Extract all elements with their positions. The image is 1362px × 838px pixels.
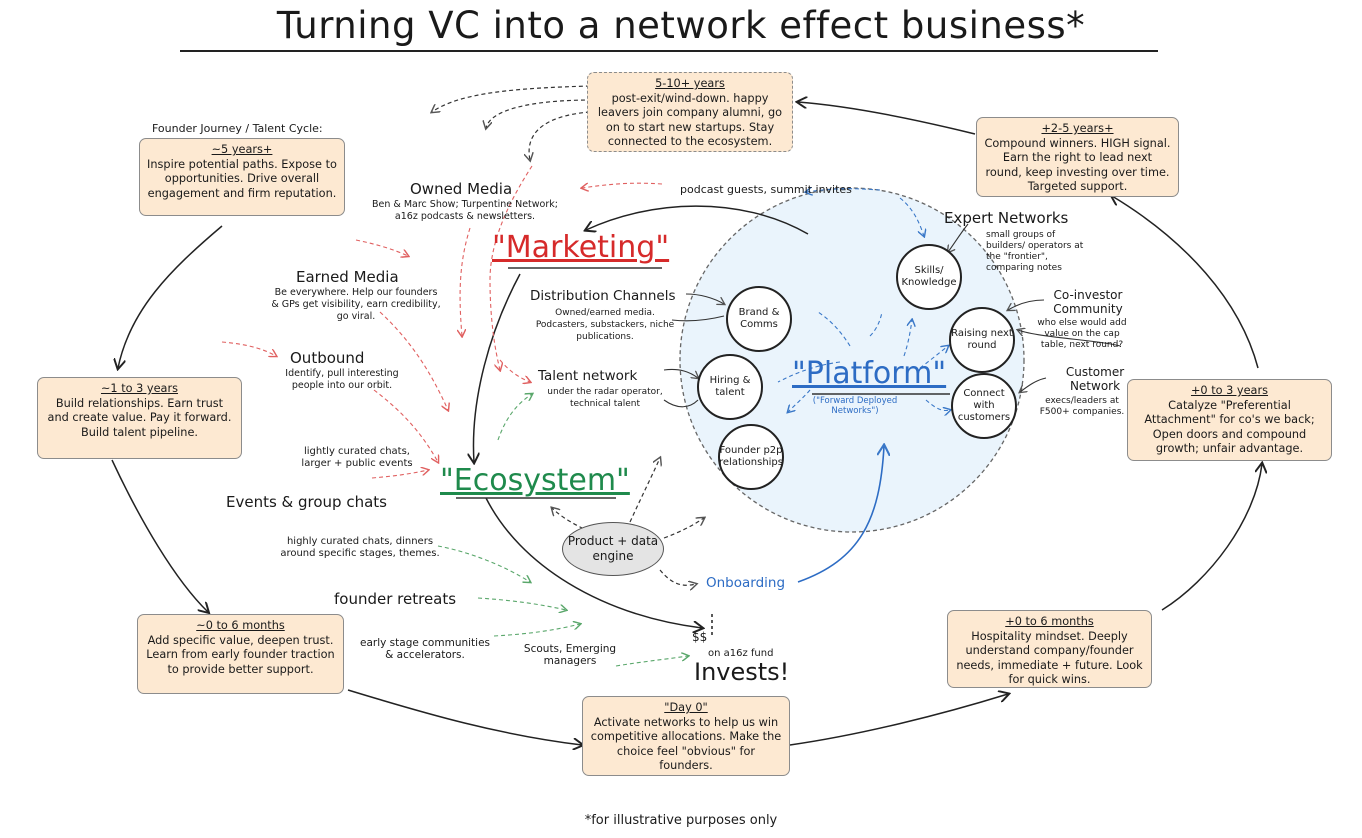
stage-heading: +2-5 years+: [1041, 122, 1114, 135]
coinvestor-community-desc: who else would add value on the cap tabl…: [1037, 318, 1127, 350]
node-skills-knowledge: Skills/ Knowledge: [896, 244, 962, 310]
marketing-label: "Marketing": [492, 230, 670, 265]
talent-network-title: Talent network: [538, 368, 638, 384]
node-hiring-talent: Hiring & talent: [697, 354, 763, 420]
stage-heading: ~1 to 3 years: [100, 382, 179, 395]
arrow-onboarding: [797, 446, 884, 583]
stage-body: Build relationships. Earn trust and crea…: [47, 396, 232, 439]
lightly-curated-note: lightly curated chats, larger + public e…: [301, 446, 413, 469]
stage-body: Hospitality mindset. Deeply understand c…: [956, 629, 1143, 687]
arrow-0to6-to-day0: [347, 689, 582, 745]
arrow-ecosystem-curve: [485, 497, 702, 628]
customer-network-title: Customer Network: [1065, 365, 1125, 393]
node-founder-p2p: Founder p2p relationships: [718, 424, 784, 490]
invests-label: Invests!: [694, 658, 790, 686]
node-raising-next-round: Raising next round: [949, 307, 1015, 373]
distribution-channels-title: Distribution Channels: [530, 288, 676, 304]
stage-body: Inspire potential paths. Expose to oppor…: [147, 157, 337, 200]
platform-sublabel: ("Forward Deployed Networks"): [812, 396, 898, 416]
stage-5-to-10-years: 5-10+ years post-exit/wind-down. happy l…: [587, 72, 793, 152]
expert-networks-desc: small groups of builders/ operators at t…: [986, 230, 1084, 273]
ecosystem-label: "Ecosystem": [440, 463, 630, 498]
stage-body: Catalyze "Preferential Attachment" for c…: [1144, 398, 1315, 456]
events-group-chats-title: Events & group chats: [226, 493, 387, 511]
money-sign: $$: [692, 630, 708, 644]
scouts-emerging-managers: Scouts, Emerging managers: [523, 643, 617, 667]
earned-media-title: Earned Media: [296, 268, 399, 286]
page-title: Turning VC into a network effect busines…: [276, 4, 1086, 47]
stage-1-to-3-years: ~1 to 3 years Build relationships. Earn …: [37, 377, 242, 459]
arrow-p0to3-to-p2to5: [1112, 196, 1259, 369]
outbound-title: Outbound: [290, 349, 365, 367]
stage-plus-2-to-5-years: +2-5 years+ Compound winners. HIGH signa…: [976, 117, 1179, 197]
node-brand-comms: Brand & Comms: [726, 286, 792, 352]
stage-body: Activate networks to help us win competi…: [590, 715, 782, 773]
owned-media-desc: Ben & Marc Show; Turpentine Network; a16…: [372, 199, 558, 222]
stage-heading: ~5 years+: [211, 143, 273, 156]
stage-body: Add specific value, deepen trust. Learn …: [146, 633, 335, 676]
stage-plus-0-to-3-years: +0 to 3 years Catalyze "Preferential Att…: [1127, 379, 1332, 461]
node-connect-customers: Connect with customers: [951, 373, 1017, 439]
expert-networks-title: Expert Networks: [944, 209, 1069, 227]
stage-5-years: ~5 years+ Inspire potential paths. Expos…: [139, 138, 345, 216]
talent-network-desc: under the radar operator, technical tale…: [547, 387, 663, 409]
platform-label: "Platform": [792, 356, 947, 391]
stage-heading: +0 to 3 years: [1190, 384, 1269, 397]
earned-media-desc: Be everywhere. Help our founders & GPs g…: [271, 287, 441, 322]
cycle-arrows: [111, 102, 1262, 746]
footnote: *for illustrative purposes only: [584, 813, 778, 828]
founder-journey-label: Founder Journey / Talent Cycle:: [152, 122, 323, 135]
distribution-channels-desc: Owned/earned media. Podcasters, substack…: [535, 308, 675, 342]
customer-network-desc: execs/leaders at F500+ companies.: [1039, 396, 1125, 417]
stage-plus-0-to-6-months: +0 to 6 months Hospitality mindset. Deep…: [947, 610, 1152, 688]
arrow-marketing-to-ecosystem: [473, 273, 521, 462]
stage-day-0: "Day 0" Activate networks to help us win…: [582, 696, 790, 776]
owned-media-title: Owned Media: [410, 180, 513, 198]
stage-heading: +0 to 6 months: [1005, 615, 1094, 628]
arrow-1to3-to-0to6: [111, 459, 208, 612]
founder-retreats: founder retreats: [334, 590, 457, 608]
highly-curated-note: highly curated chats, dinners around spe…: [280, 536, 440, 559]
arrow-platform-to-marketing: [586, 205, 809, 235]
stage-0-to-6-months: ~0 to 6 months Add specific value, deepe…: [137, 614, 344, 694]
early-stage-communities: early stage communities & accelerators.: [360, 637, 491, 661]
product-data-engine: Product + data engine: [562, 522, 664, 576]
arrow-5yrs-to-1to3: [118, 225, 223, 368]
stage-heading: ~0 to 6 months: [196, 619, 285, 632]
onboarding-label: Onboarding: [706, 575, 786, 591]
arrow-p0to6-to-p0to3: [1161, 464, 1262, 611]
outbound-desc: Identify, pull interesting people into o…: [285, 368, 399, 391]
stage-heading: 5-10+ years: [655, 77, 725, 90]
title-underline: [180, 50, 1158, 52]
stage-body: Compound winners. HIGH signal. Earn the …: [984, 136, 1171, 194]
stage-body: post-exit/wind-down. happy leavers join …: [597, 91, 783, 149]
podcast-guests-note: podcast guests, summit invites: [680, 183, 852, 196]
stage-heading: "Day 0": [664, 701, 708, 714]
arrow-day0-to-p0to6: [789, 694, 1008, 746]
a16z-fund-note: on a16z fund: [708, 648, 774, 659]
coinvestor-community-title: Co-investor Community: [1053, 288, 1123, 316]
arrow-p2to5-to-p5to10: [798, 102, 976, 135]
